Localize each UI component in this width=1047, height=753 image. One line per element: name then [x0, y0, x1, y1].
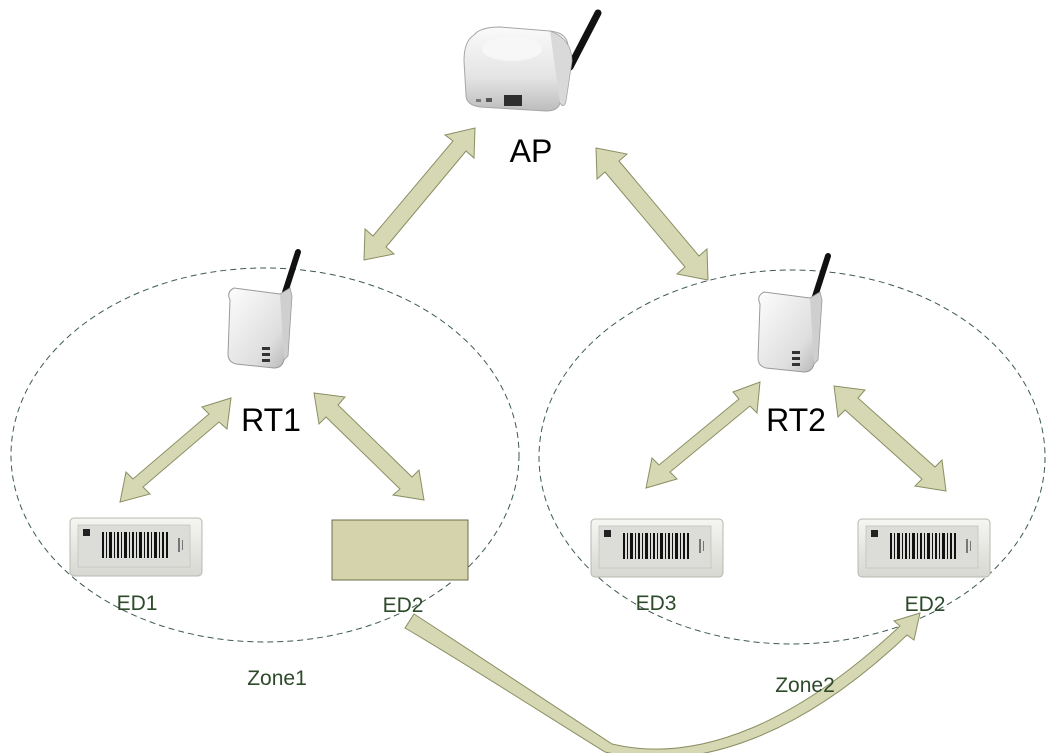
zone2-boundary: [538, 269, 1046, 645]
zone2-label: Zone2: [775, 674, 835, 697]
zone1-label: Zone1: [247, 667, 307, 690]
zone1-boundary: [10, 267, 520, 643]
arrow-rt1-ed2: [313, 392, 425, 501]
ed2-zone2-label: ED2: [905, 593, 946, 616]
arrow-rt2-ed3: [645, 381, 761, 489]
roaming-arrow: [404, 612, 921, 753]
ap-label: AP: [510, 133, 553, 169]
rt2-label: RT2: [766, 402, 826, 438]
repeater-icon: [228, 252, 298, 368]
epaper-tag-icon: [70, 518, 202, 576]
rt1-label: RT1: [241, 402, 301, 438]
ed2-zone1-label: ED2: [383, 594, 424, 617]
ed1-label: ED1: [117, 592, 158, 615]
ed3-label: ED3: [636, 592, 677, 615]
placeholder-box: [331, 519, 469, 581]
epaper-tag-icon: [591, 519, 723, 577]
repeater-icon: [758, 256, 828, 372]
arrow-ap-rt1: [363, 127, 476, 261]
router-icon: [463, 9, 602, 112]
arrow-rt2-ed2: [833, 385, 947, 492]
arrow-ap-rt2: [595, 147, 709, 281]
arrow-rt1-ed1: [119, 397, 232, 503]
epaper-tag-icon: [858, 519, 990, 577]
